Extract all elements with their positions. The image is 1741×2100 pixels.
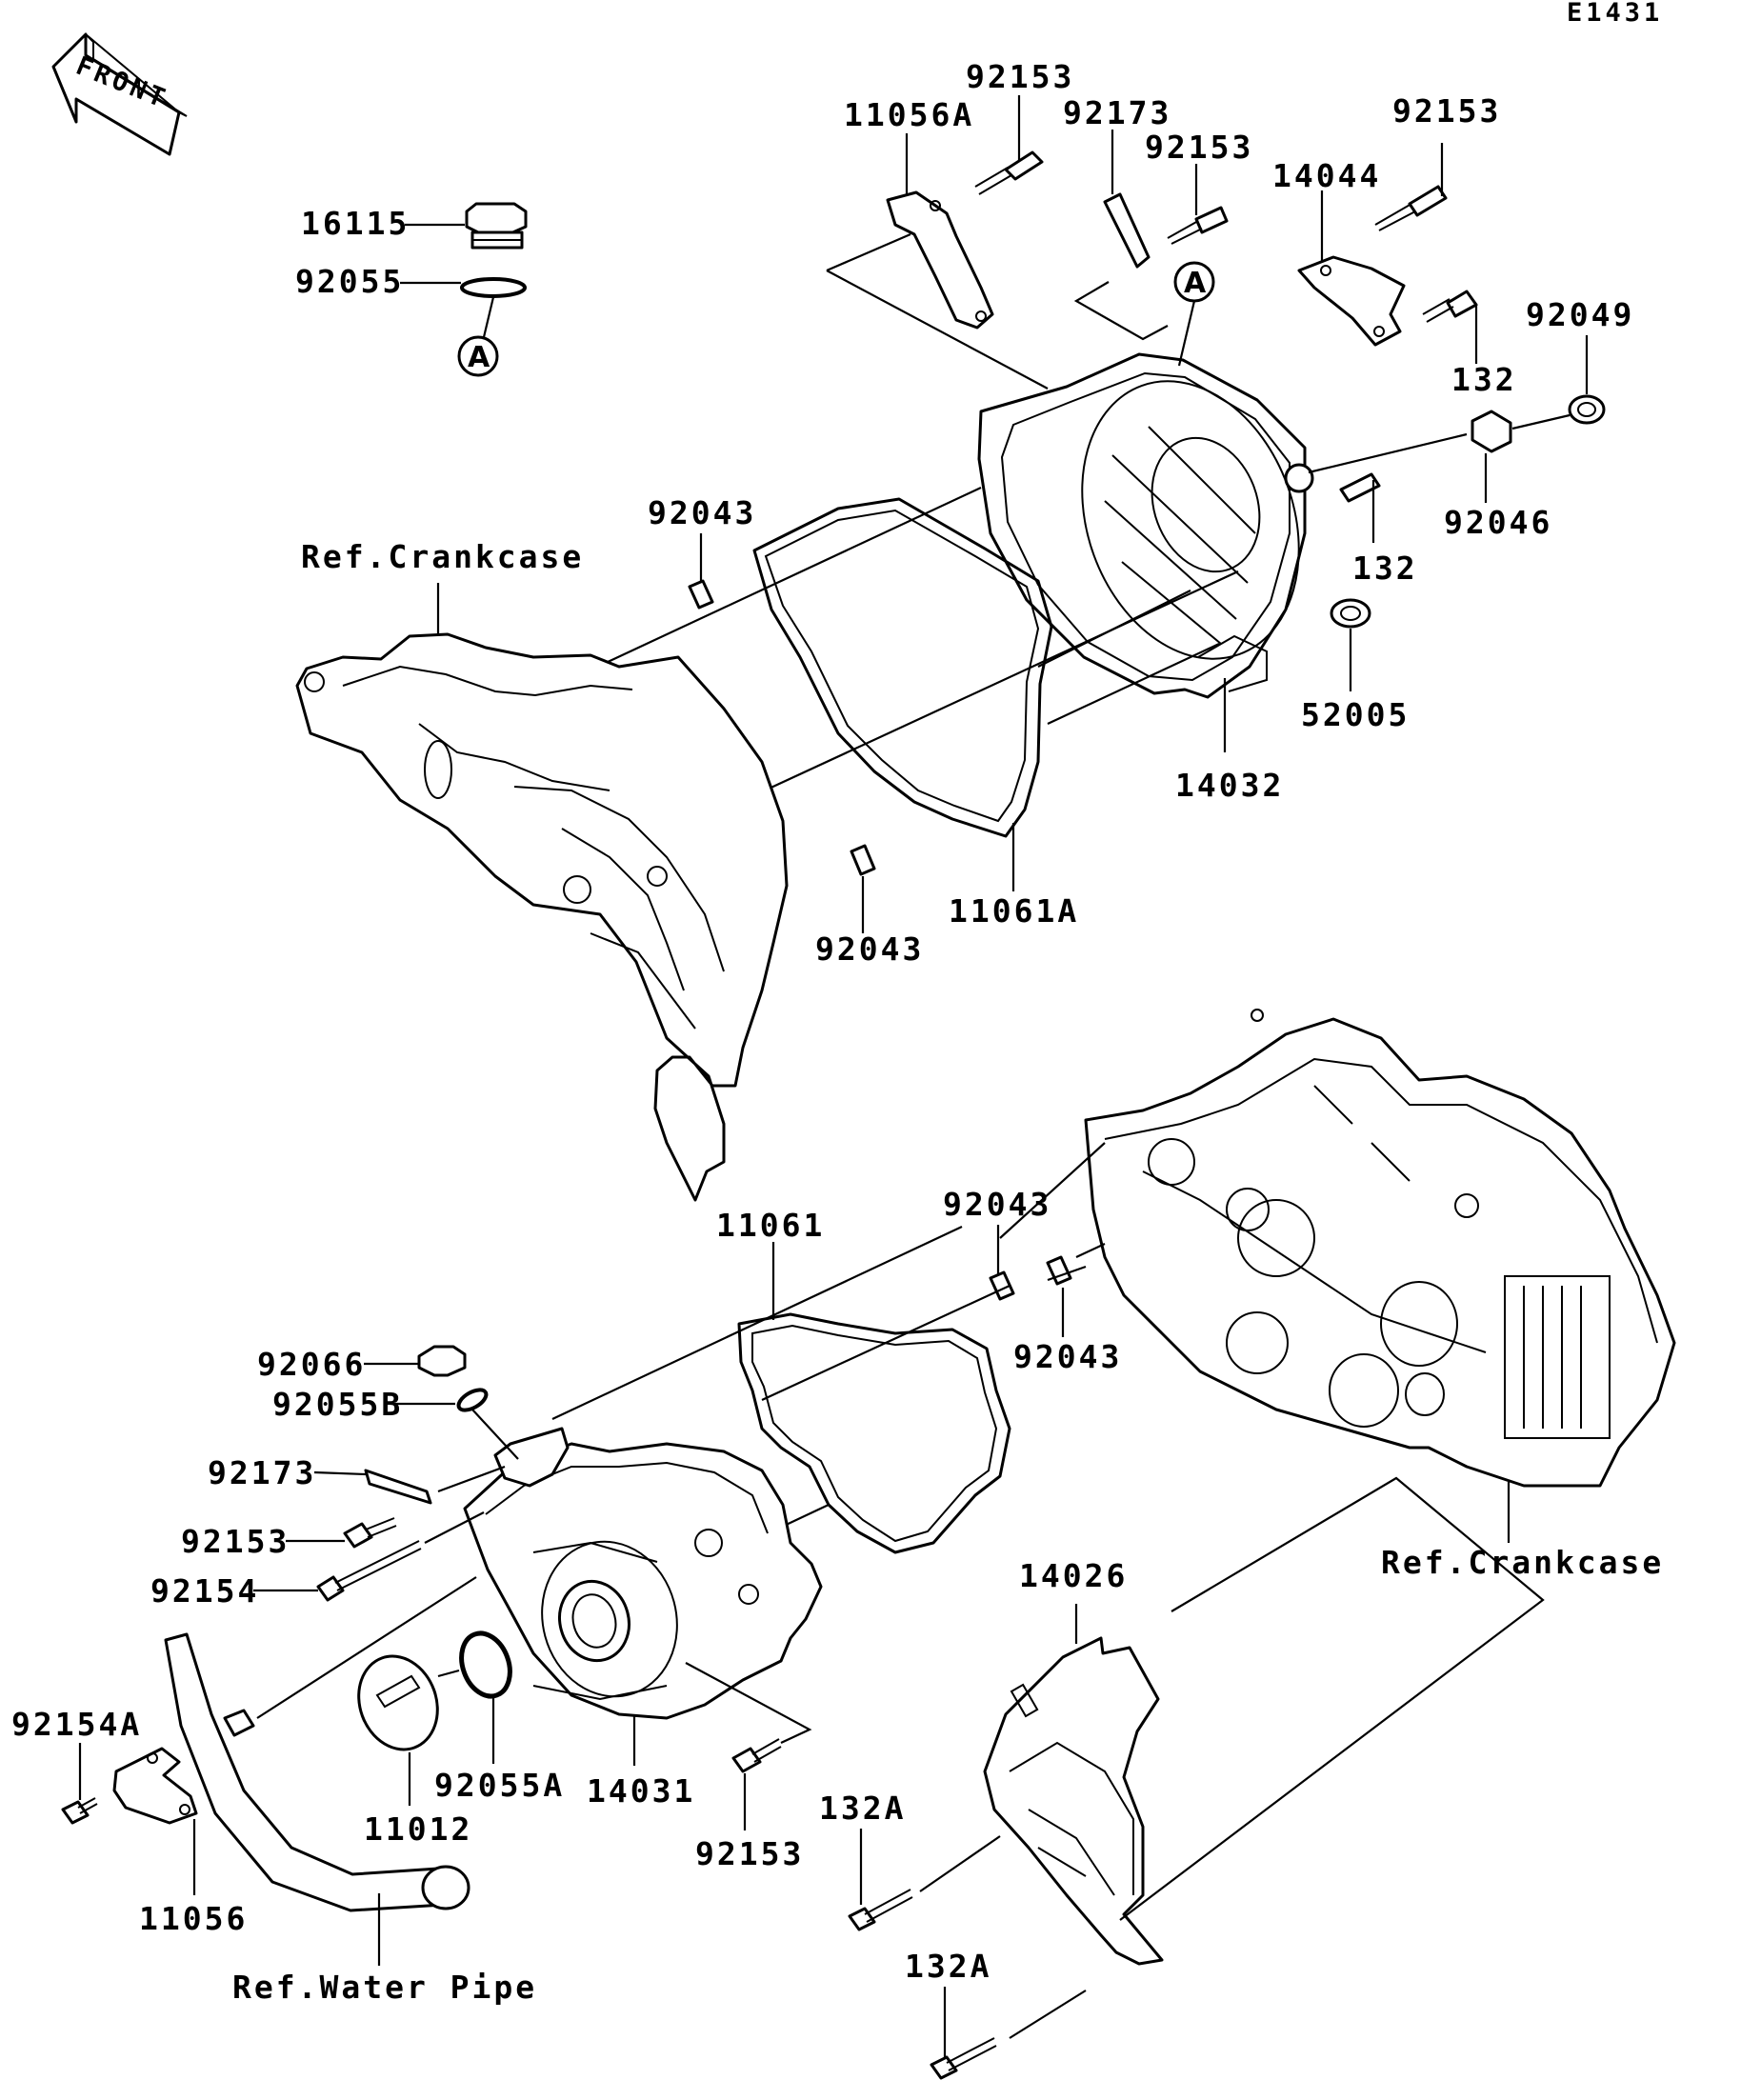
callout-14026: 14026 bbox=[1019, 1557, 1128, 1594]
bolt-92153-a bbox=[974, 95, 1044, 195]
bolt-92154a bbox=[61, 1743, 98, 1825]
callout-132-b: 132 bbox=[1352, 550, 1418, 587]
callout-14032: 14032 bbox=[1175, 767, 1284, 804]
callout-92043-c: 92043 bbox=[943, 1186, 1051, 1223]
svg-text:A: A bbox=[1184, 267, 1207, 300]
callout-92153-e: 92153 bbox=[695, 1835, 804, 1872]
sprocket-cover-14026 bbox=[983, 1604, 1164, 1966]
callout-92153-a: 92153 bbox=[966, 58, 1074, 95]
o-ring-92055 bbox=[460, 277, 527, 298]
bolt-92153-b bbox=[1167, 164, 1229, 245]
ref-marker-a-top-left: A bbox=[457, 335, 499, 377]
bolt-92154 bbox=[253, 1540, 422, 1602]
pin-92173-a bbox=[1103, 130, 1151, 269]
bracket-14044 bbox=[1297, 190, 1406, 347]
callout-92173-a: 92173 bbox=[1063, 94, 1171, 131]
callout-14031: 14031 bbox=[587, 1772, 695, 1810]
callout-92043-d: 92043 bbox=[1013, 1338, 1122, 1375]
front-arrow-icon: FRONT bbox=[51, 32, 188, 156]
callout-92154a: 92154A bbox=[11, 1706, 142, 1743]
callout-92055a: 92055A bbox=[434, 1767, 565, 1804]
callout-11061a: 11061A bbox=[949, 892, 1079, 930]
callout-16115: 16115 bbox=[301, 205, 410, 242]
callout-92043-b: 92043 bbox=[815, 930, 924, 968]
seal-52005 bbox=[1330, 598, 1371, 691]
water-pipe-ref bbox=[164, 1632, 470, 1966]
dowel-92043-b bbox=[850, 844, 876, 933]
bolt-132-a bbox=[1422, 290, 1478, 364]
crankcase-ref-upper bbox=[295, 583, 789, 1202]
bolt-92153-c bbox=[1374, 143, 1448, 231]
callout-92055b: 92055B bbox=[272, 1386, 403, 1423]
callout-11056: 11056 bbox=[139, 1900, 248, 1937]
callout-ref-crankcase-upper: Ref.Crankcase bbox=[301, 538, 584, 575]
dowel-92043-d bbox=[1046, 1255, 1072, 1337]
callout-132a-a: 132A bbox=[819, 1790, 906, 1827]
crankcase-ref-lower bbox=[1084, 1009, 1676, 1543]
callout-132-a: 132 bbox=[1451, 361, 1517, 398]
pin-92173-b bbox=[313, 1469, 432, 1505]
callout-132a-b: 132A bbox=[905, 1948, 991, 1985]
o-ring-92055b bbox=[390, 1388, 489, 1412]
bolt-92153-e bbox=[731, 1738, 782, 1830]
plug-92066 bbox=[364, 1345, 467, 1377]
ref-marker-a-upper: A bbox=[1173, 261, 1215, 303]
callout-92153-d: 92153 bbox=[181, 1523, 290, 1560]
seal-92049 bbox=[1568, 335, 1606, 425]
bushing-92046 bbox=[1471, 410, 1512, 503]
callout-92055: 92055 bbox=[295, 263, 404, 300]
clutch-cover-14032 bbox=[977, 352, 1314, 699]
gasket-11061a bbox=[752, 497, 1053, 891]
svg-text:A: A bbox=[468, 341, 490, 374]
callout-ref-water-pipe: Ref.Water Pipe bbox=[232, 1969, 537, 2006]
cap-11012 bbox=[357, 1654, 439, 1806]
callout-92043-a: 92043 bbox=[648, 494, 756, 531]
callout-11061: 11061 bbox=[716, 1207, 825, 1244]
callout-52005: 52005 bbox=[1301, 696, 1410, 733]
bolt-132a-b bbox=[930, 1987, 997, 2080]
callout-92046: 92046 bbox=[1444, 504, 1552, 541]
o-ring-92055a bbox=[459, 1630, 512, 1764]
oil-filler-plug-16115 bbox=[465, 202, 528, 250]
callout-92066: 92066 bbox=[257, 1346, 366, 1383]
callout-14044: 14044 bbox=[1272, 157, 1381, 194]
callout-92049: 92049 bbox=[1526, 296, 1634, 333]
diagram-id: E1431 bbox=[1567, 0, 1663, 28]
callout-92153-c: 92153 bbox=[1392, 92, 1501, 130]
callout-ref-crankcase-lower: Ref.Crankcase bbox=[1381, 1544, 1664, 1581]
bracket-11056a bbox=[886, 190, 994, 330]
dowel-92043-a bbox=[688, 533, 714, 610]
bolt-132-b bbox=[1339, 472, 1381, 543]
callout-92153-b: 92153 bbox=[1145, 129, 1253, 166]
bracket-11056 bbox=[112, 1709, 255, 1895]
generator-cover-14031 bbox=[463, 1427, 823, 1766]
callout-11056a: 11056A bbox=[844, 96, 974, 133]
bolt-132a-a bbox=[848, 1829, 913, 1931]
gasket-11061 bbox=[737, 1242, 1011, 1554]
bolt-92153-d bbox=[286, 1517, 397, 1549]
callout-92173-b: 92173 bbox=[208, 1454, 316, 1491]
callout-11012: 11012 bbox=[364, 1810, 472, 1848]
callout-92154: 92154 bbox=[150, 1572, 259, 1610]
